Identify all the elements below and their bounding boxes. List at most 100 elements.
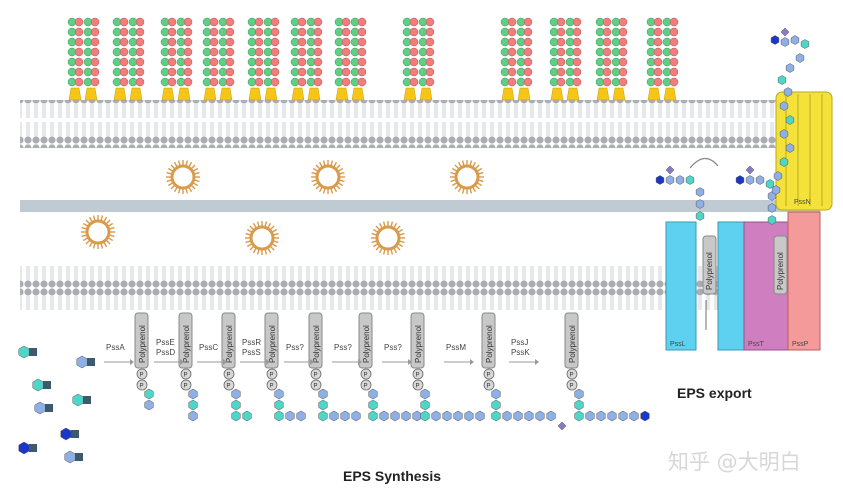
free-sugar-pool: [18, 345, 95, 464]
polyprenol-label: Polyprenol: [485, 325, 494, 363]
ring-spike: [372, 228, 379, 234]
phosphate-label: P: [314, 373, 318, 379]
purple-branch-sugar: [745, 165, 755, 175]
red-sugar: [297, 67, 307, 77]
red-sugar: [523, 77, 533, 87]
phosphate-group: [412, 368, 424, 380]
blue-sugar: [274, 388, 284, 400]
enzyme-label: Pss?: [384, 343, 402, 352]
red-sugar: [602, 27, 612, 37]
red-sugar: [618, 17, 628, 27]
ring-spike: [92, 242, 96, 249]
ring-spike: [266, 247, 272, 254]
red-sugar: [119, 67, 129, 77]
ring-spike: [398, 240, 405, 244]
ring-spike: [398, 232, 405, 236]
ring-spike: [454, 184, 460, 190]
red-sugar: [357, 57, 367, 67]
phosphate-label: P: [270, 373, 274, 379]
red-sugar: [425, 67, 435, 77]
red-sugar: [409, 47, 419, 57]
ring-spike: [102, 216, 108, 223]
blue-sugar: [491, 388, 501, 400]
ring-spike: [82, 222, 89, 228]
chain-sugar: [745, 175, 755, 185]
red-sugar: [357, 77, 367, 87]
lipid-anchor: [550, 87, 564, 101]
nucleotide-square: [29, 444, 37, 452]
blue-sugar: [379, 410, 389, 422]
ring-spike: [185, 187, 189, 194]
ring-spike: [474, 164, 480, 170]
red-sugar: [556, 47, 566, 57]
nucleotide-square: [87, 358, 95, 366]
enzyme-step: Pss?: [382, 343, 412, 365]
vesicle-ring: [311, 160, 345, 194]
blue-sugar: [231, 388, 241, 400]
vesicle-ring: [371, 221, 405, 255]
teal-sugar: [231, 399, 241, 411]
ring-spike: [193, 171, 200, 175]
polyprenol-label: Polyprenol: [312, 325, 321, 363]
blue-sugar: [401, 410, 411, 422]
enzyme-step: PssA: [104, 343, 134, 365]
red-sugar: [183, 77, 193, 87]
enzyme-label: PssK: [511, 348, 530, 357]
polyprenol-label: Polyprenol: [182, 325, 191, 363]
blue-sugar: [524, 410, 534, 422]
red-sugar: [618, 67, 628, 77]
blue-sugar: [318, 388, 328, 400]
ring-spike: [187, 186, 193, 193]
ring-spike: [252, 222, 258, 229]
ring-spike: [338, 171, 345, 175]
chain-sugar: [783, 87, 793, 97]
phosphate-group: [360, 379, 372, 391]
red-sugar: [556, 67, 566, 77]
red-sugar: [341, 67, 351, 77]
ring-spike: [249, 245, 255, 251]
blue-sugar: [188, 410, 198, 422]
red-sugar: [167, 37, 177, 47]
phosphate-group: [223, 379, 235, 391]
phosphate-group: [310, 368, 322, 380]
ring-spike: [332, 186, 338, 193]
red-sugar: [183, 57, 193, 67]
chain-sugar: [695, 211, 705, 221]
blue-sugar: [64, 450, 76, 464]
ring-spike: [107, 236, 114, 242]
red-sugar: [313, 17, 323, 27]
phosphate-label: P: [364, 384, 368, 390]
lipid-anchor: [161, 87, 175, 101]
ring-spike: [177, 160, 181, 167]
chain-sugar: [755, 175, 765, 185]
red-sugar: [618, 77, 628, 87]
red-sugar: [74, 17, 84, 27]
ring-spike: [461, 187, 465, 194]
teal-sugar: [231, 410, 241, 422]
red-sugar: [572, 47, 582, 57]
red-sugar: [135, 77, 145, 87]
phosphate-label: P: [184, 373, 188, 379]
lipid-anchor: [566, 87, 580, 101]
nucleotide-square: [83, 396, 91, 404]
ring-spike: [382, 248, 386, 255]
red-sugar: [602, 37, 612, 47]
step-arrowhead: [470, 359, 474, 365]
blue-sugar: [585, 410, 595, 422]
red-sugar: [74, 37, 84, 47]
step-arrowhead: [223, 359, 227, 365]
ring-spike: [166, 179, 173, 183]
red-sugar: [297, 27, 307, 37]
ring-spike: [249, 225, 255, 231]
nucleotide-square: [29, 348, 37, 356]
ring-spike: [457, 161, 463, 168]
purple-branch-sugar: [665, 165, 675, 175]
ring-core: [249, 225, 275, 251]
phosphate-group: [180, 368, 192, 380]
phosphate-label: P: [140, 373, 144, 379]
ring-spike: [450, 179, 457, 183]
red-sugar: [523, 37, 533, 47]
